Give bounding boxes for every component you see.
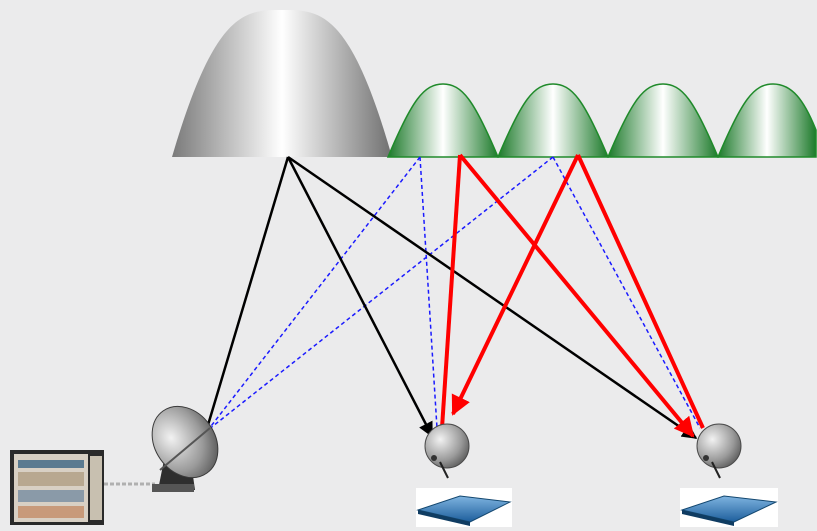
forward-spot-links — [440, 153, 705, 438]
terminal-dish-icon — [696, 423, 742, 479]
modem-box-icon — [416, 488, 512, 527]
terminal-dish-icon — [424, 423, 470, 479]
spot-beam-1 — [386, 83, 500, 158]
gateway-dish-icon — [151, 405, 219, 492]
modem-box-icon — [680, 488, 778, 527]
spot-beam-4 — [716, 83, 817, 158]
broadcast-beam — [172, 10, 392, 157]
return-links-dashed — [207, 156, 701, 431]
spot-beam-3 — [606, 83, 720, 158]
broadcast-links — [206, 155, 698, 440]
spot-beam-2 — [496, 83, 610, 158]
headend-rack-icon — [10, 450, 104, 525]
